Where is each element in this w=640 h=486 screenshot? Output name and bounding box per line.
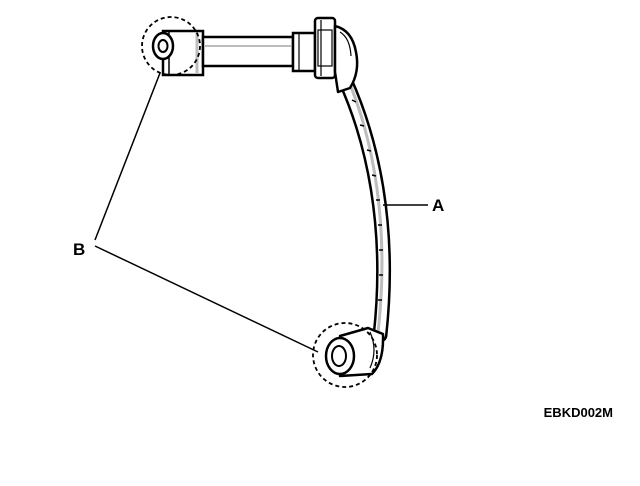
highlight-circle-bottom: [312, 322, 378, 388]
bottom-fitting: [324, 326, 385, 378]
hose-tube: [337, 72, 392, 343]
highlight-circle-top: [141, 16, 201, 76]
leader-line-b-bottom: [94, 245, 319, 353]
top-pipe: [151, 16, 359, 94]
callout-label-a: A: [432, 196, 444, 215]
figure-code: EBKD002M: [544, 405, 613, 420]
leader-line-b-top: [94, 72, 161, 241]
callout-label-b: B: [73, 240, 85, 259]
